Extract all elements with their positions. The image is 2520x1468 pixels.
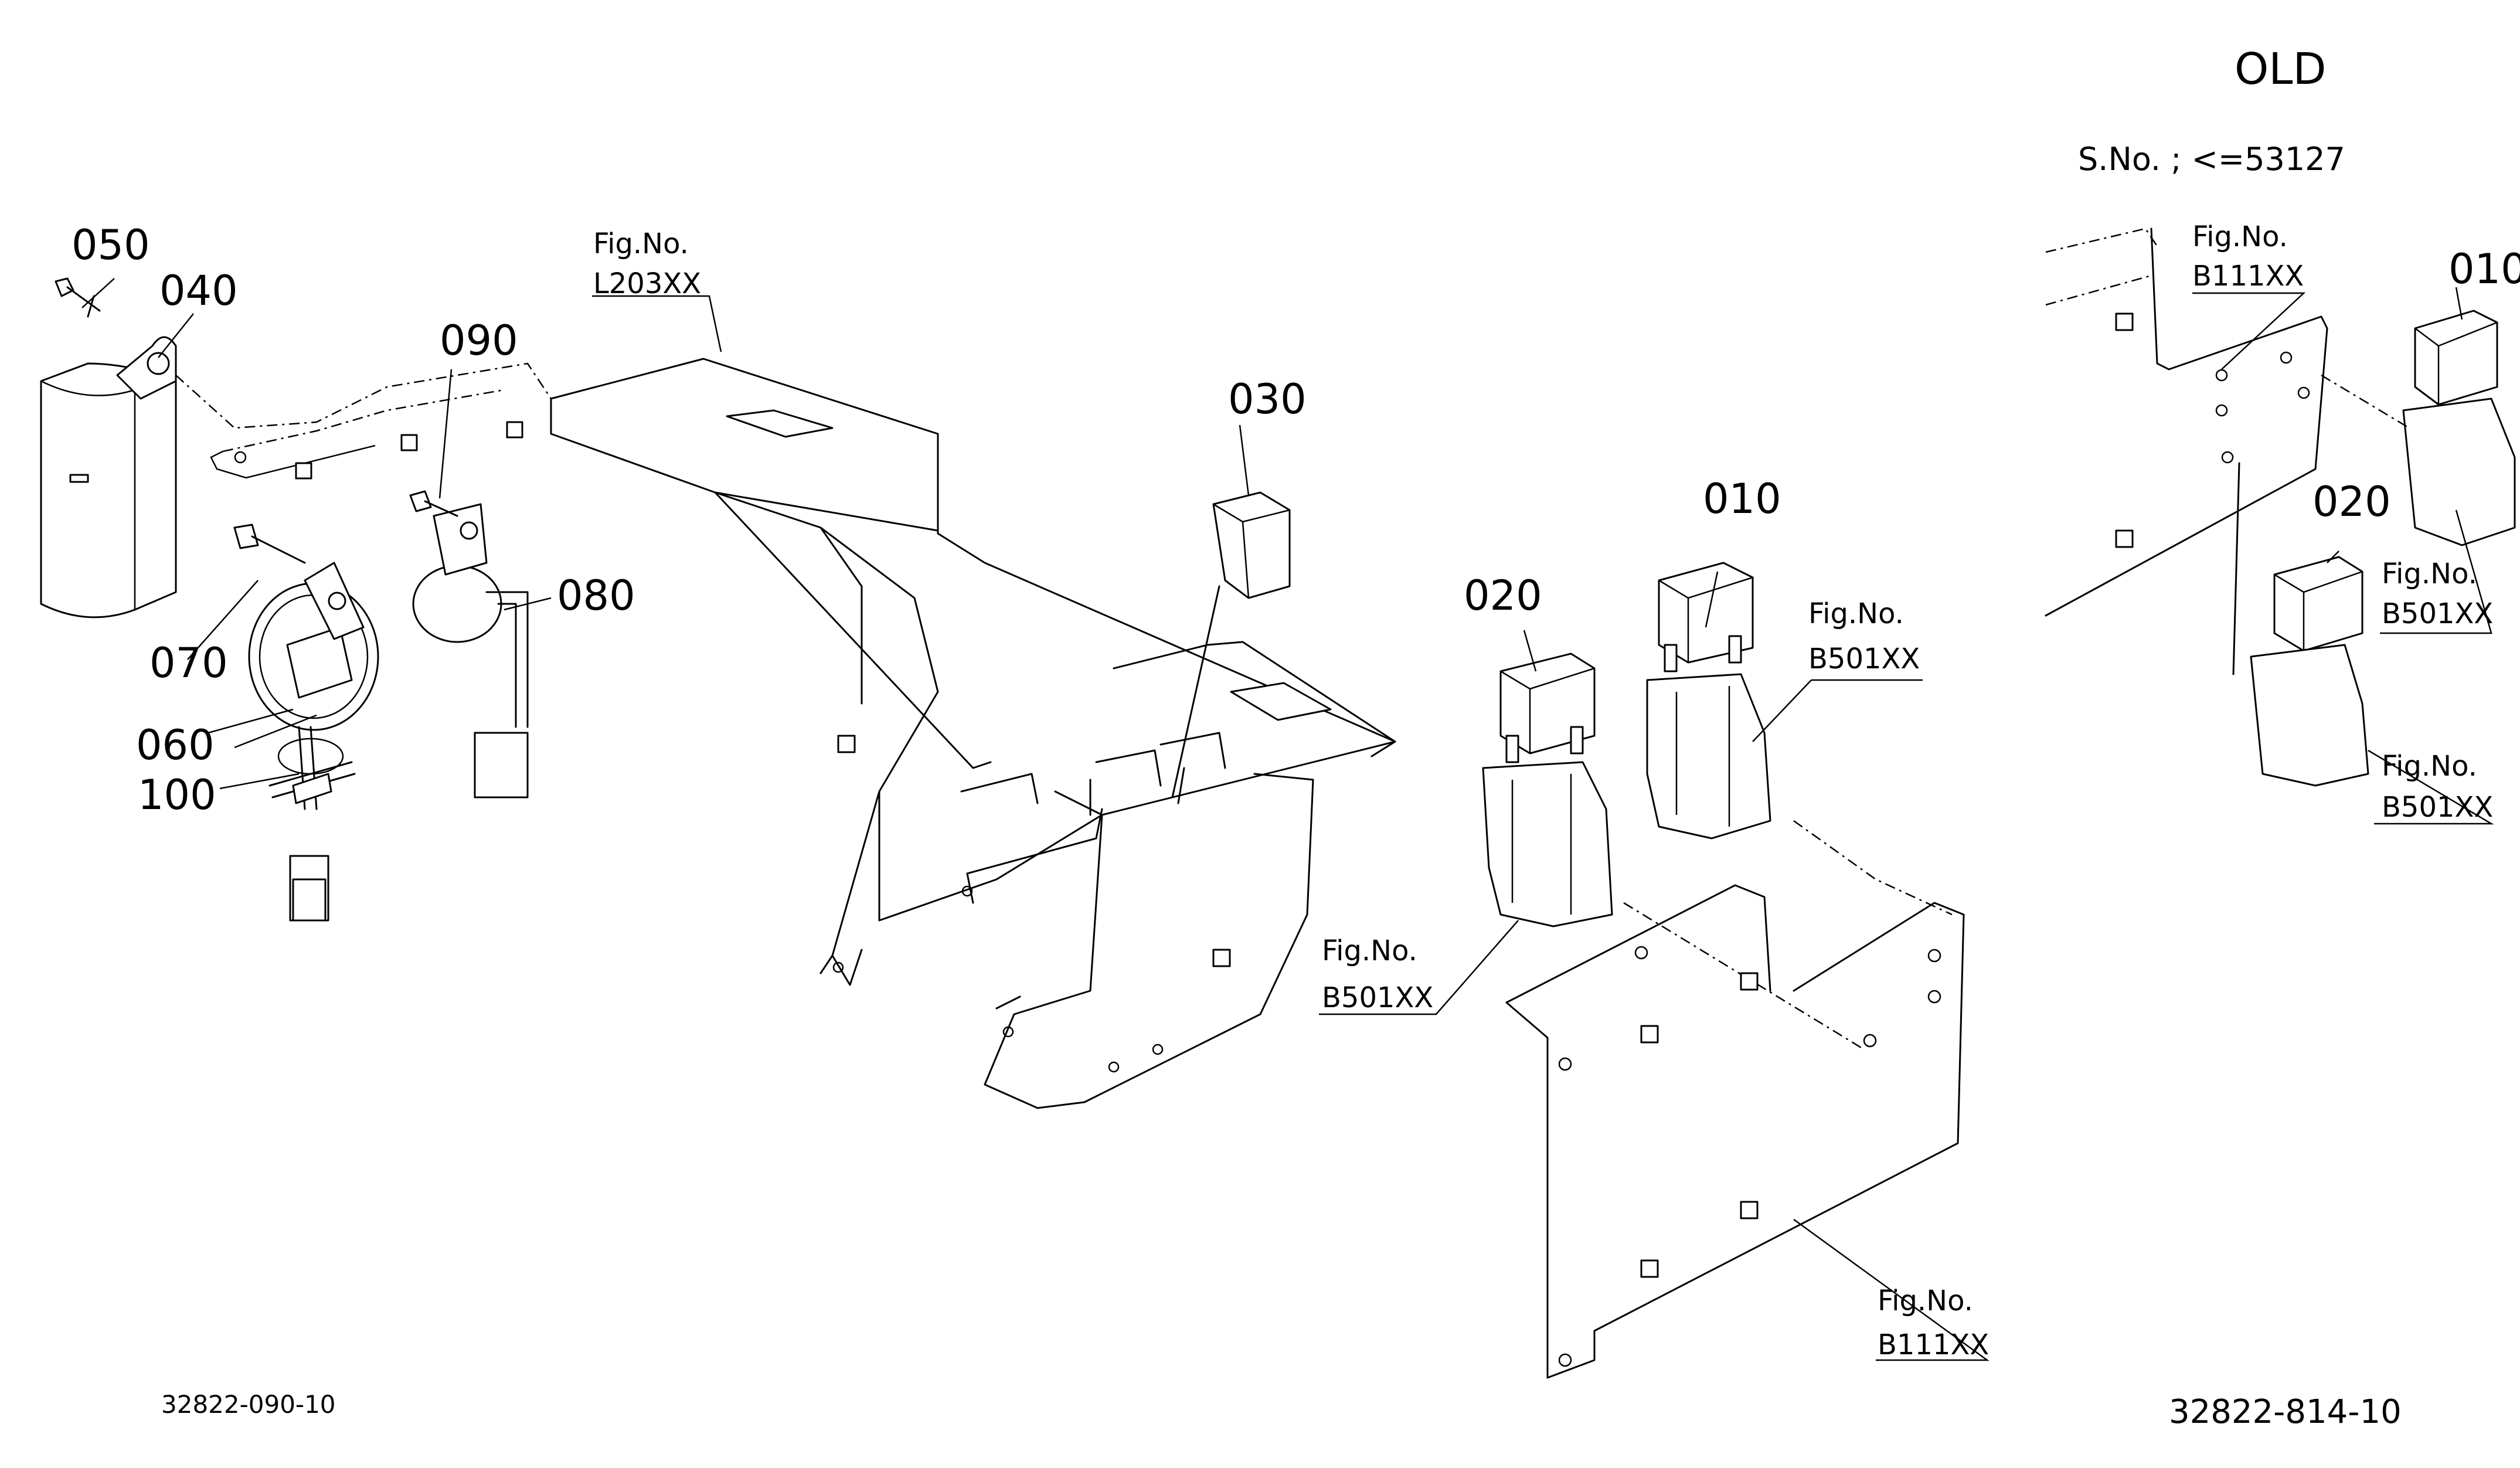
fig-ref-b501-old-a[interactable]: B501XX <box>2382 597 2493 630</box>
component-100-tie <box>268 761 356 804</box>
component-040-horn <box>40 336 177 619</box>
drawing-code-right: 32822-814-10 <box>2169 1393 2402 1431</box>
component-050-bolt <box>55 277 101 318</box>
part-050-label: 050 <box>72 221 150 269</box>
part-030-label: 030 <box>1228 375 1307 423</box>
part-080-label: 080 <box>557 572 635 620</box>
relay-010-old <box>2321 310 2516 546</box>
part-010-main-label: 010 <box>1703 475 1781 523</box>
drawing-code-left: 32822-090-10 <box>161 1390 336 1419</box>
fig-no-b501-top-caption: Fig.No. <box>1808 597 1904 630</box>
leader-lines <box>81 278 2494 1361</box>
part-100-label: 100 <box>138 771 216 819</box>
main-frame <box>175 358 1396 1109</box>
relay-010-main <box>1646 562 1771 840</box>
old-bracket-b111 <box>2045 227 2328 617</box>
fig-no-b501-left-caption: Fig.No. <box>1322 935 1417 967</box>
relay-020-old <box>2232 462 2369 787</box>
bracket-b111-main <box>1505 820 1965 1379</box>
part-090-label: 090 <box>440 317 518 365</box>
serial-range-label: S.No. ; <=53127 <box>2078 141 2345 178</box>
fig-no-b111-old-caption: Fig.No. <box>2192 220 2288 253</box>
fig-ref-b501-left[interactable]: B501XX <box>1322 981 1433 1014</box>
fig-no-b501-old-a-caption: Fig.No. <box>2382 558 2477 590</box>
part-060-label: 060 <box>136 721 215 769</box>
part-040-label: 040 <box>159 267 238 315</box>
component-090-bolt <box>409 490 458 517</box>
part-020-main-label: 020 <box>1464 572 1542 620</box>
relay-020-main <box>1482 653 1613 927</box>
fig-ref-l203[interactable]: L203XX <box>593 267 701 300</box>
component-030-connector <box>1171 491 1291 798</box>
part-020-old-label: 020 <box>2312 478 2391 526</box>
fig-no-b501-old-b-caption: Fig.No. <box>2382 750 2477 783</box>
fig-no-b111-bottom-caption: Fig.No. <box>1878 1284 1973 1317</box>
part-070-label: 070 <box>149 639 228 687</box>
fig-ref-b501-old-b[interactable]: B501XX <box>2382 791 2493 824</box>
component-080-sensor <box>412 503 529 798</box>
component-070-bolt <box>233 524 306 564</box>
fig-no-l203-caption: Fig.No. <box>593 227 689 260</box>
component-060-buzzer <box>248 562 379 922</box>
fig-ref-b111-old[interactable]: B111XX <box>2192 260 2304 293</box>
fig-ref-b111-bottom[interactable]: B111XX <box>1878 1328 1989 1361</box>
part-010-old-label: 010 <box>2448 245 2520 293</box>
old-label: OLD <box>2235 44 2326 94</box>
fig-ref-b501-top[interactable]: B501XX <box>1808 643 1920 675</box>
